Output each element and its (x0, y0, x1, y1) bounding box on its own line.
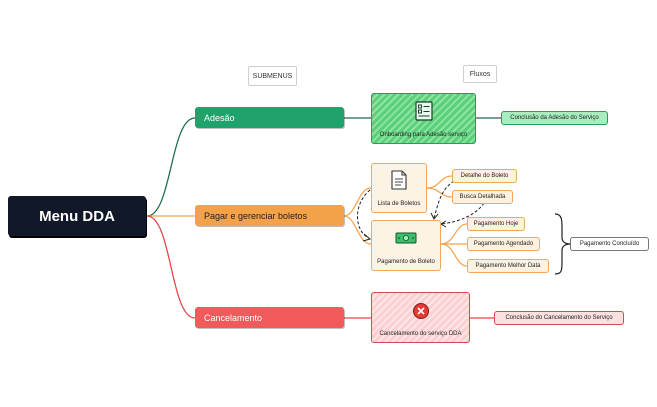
connector-root-adesao (146, 117, 196, 217)
money-icon (395, 232, 417, 244)
connector-pagar-lista (343, 187, 372, 217)
flow-card-lista-boletos[interactable]: Lista de Boletos (371, 163, 427, 213)
leaf-conclusao-cancelamento[interactable]: Conclusão do Cancelamento do Serviço (494, 311, 624, 325)
connector-pagar-pagamento (343, 215, 372, 245)
flow-card-onboarding[interactable]: Onboarding para Adesão serviço (371, 93, 476, 144)
submenus-header: SUBMENUS (248, 66, 297, 86)
leaf-pagamento-hoje[interactable]: Pagamento Hoje (467, 217, 525, 231)
leaf-pagamento-melhor-data[interactable]: Pagamento Melhor Data (467, 259, 549, 273)
payment-bracket (554, 213, 571, 275)
flow-card-cancelamento-label: Cancelamento do serviço DDA (379, 331, 462, 337)
leaf-busca-detalhada[interactable]: Busca Detalhada (452, 190, 513, 204)
leaf-detalhe-boleto[interactable]: Detalhe do Boleto (452, 169, 517, 183)
connector-pagamento-hoje (440, 223, 468, 245)
dashed-arrow-lista-pagamento-head (362, 233, 372, 242)
connector-lista-busca (426, 187, 453, 198)
flow-card-pagamento-boleto[interactable]: Pagamento de Boleto (371, 220, 441, 271)
flow-card-onboarding-label: Onboarding para Adesão serviço (379, 132, 468, 138)
leaf-conclusao-adesao[interactable]: Conclusão da Adesão do Serviço (501, 111, 608, 125)
flow-card-lista-label: Lista de Boletos (377, 201, 421, 207)
dashed-arrow-detalhe-pagamento (433, 180, 455, 219)
connector-root-cancelamento (146, 215, 196, 319)
flow-card-pagamento-label: Pagamento de Boleto (377, 259, 435, 265)
checklist-icon (414, 101, 433, 121)
branch-adesao[interactable]: Adesão (195, 107, 344, 128)
root-node-menu-dda[interactable]: Menu DDA (8, 196, 146, 236)
dashed-arrow-busca-pagamento-head (440, 220, 447, 228)
dashed-arrow-detalhe-pagamento-head (430, 212, 439, 220)
leaf-pagamento-agendado[interactable]: Pagamento Agendado (467, 237, 540, 251)
flow-card-cancelamento[interactable]: Cancelamento do serviço DDA (371, 292, 470, 343)
branch-cancelamento[interactable]: Cancelamento (195, 307, 344, 328)
connector-pagamento-melhor (440, 243, 468, 267)
leaf-pagamento-concluido[interactable]: Pagamento Concluído (570, 237, 649, 251)
fluxos-header: Fluxos (463, 65, 497, 83)
document-icon (391, 170, 407, 190)
close-circle-icon (412, 303, 429, 319)
branch-pagar-gerenciar[interactable]: Pagar e gerenciar boletos (195, 205, 344, 226)
